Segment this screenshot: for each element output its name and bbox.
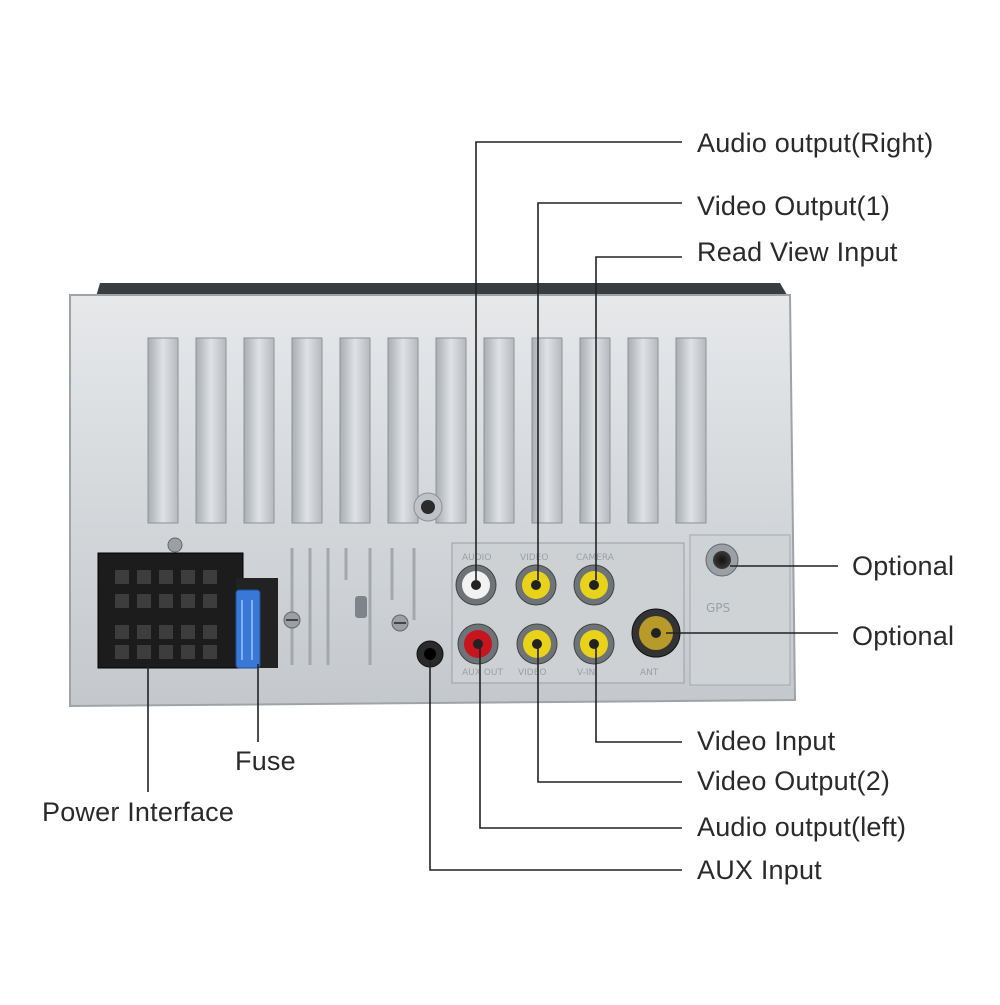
- rca-video-output-2-jack: [516, 623, 558, 665]
- svg-text:V-IN: V-IN: [577, 668, 595, 678]
- vent-slots: [290, 548, 416, 665]
- svg-text:AUX OUT: AUX OUT: [462, 668, 503, 678]
- svg-text:VIDEO: VIDEO: [518, 668, 547, 678]
- rca-video-input-jack: [573, 623, 615, 665]
- gps-port-area: [689, 534, 791, 686]
- antenna-connector: [631, 608, 681, 658]
- label-video-input: Video Input: [697, 726, 836, 756]
- label-video-output-1: Video Output(1): [697, 191, 891, 221]
- label-power-interface: Power Interface: [42, 797, 235, 827]
- svg-text:ANT: ANT: [640, 668, 659, 678]
- label-audio-output-right: Audio output(Right): [697, 128, 934, 158]
- svg-text:GPS: GPS: [706, 601, 730, 615]
- mount-slot: [355, 596, 367, 618]
- label-fuse: Fuse: [235, 746, 296, 776]
- fuse: [235, 589, 261, 669]
- rca-audio-left-jack: [457, 623, 499, 665]
- label-optional-gps: Optional: [852, 551, 955, 581]
- label-optional-antenna: Optional: [852, 621, 955, 651]
- label-read-view-input: Read View Input: [697, 237, 898, 267]
- label-video-output-2: Video Output(2): [697, 766, 891, 796]
- heat-sink-fins: [147, 337, 707, 524]
- rca-video-output-1-jack: [515, 564, 557, 606]
- svg-text:VIDEO: VIDEO: [520, 553, 549, 563]
- rca-rear-view-input-jack: [573, 564, 615, 606]
- label-audio-output-left: Audio output(left): [697, 812, 907, 842]
- label-aux-input: AUX Input: [697, 855, 822, 885]
- rca-audio-right-jack: [455, 564, 497, 606]
- leader-lines: [147, 141, 838, 871]
